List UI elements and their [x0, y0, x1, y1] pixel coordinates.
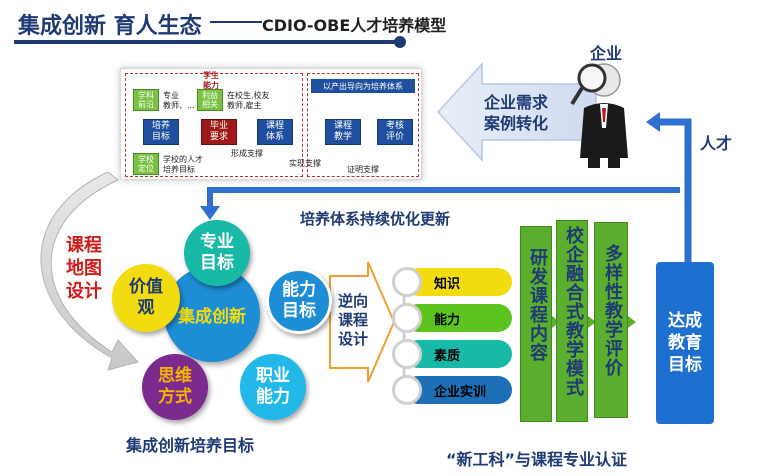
inset-flow-curriculum: 课程 体系	[257, 119, 293, 145]
inset-note-teachers: 专业 教师、...	[163, 91, 195, 110]
bar-knowledge-label: 知识	[434, 276, 461, 292]
inset-dashed-frame	[125, 73, 303, 177]
bar-quality-knob	[392, 339, 422, 369]
page-subtitle: CDIO-OBE人才培养模型	[262, 16, 447, 35]
reverse-design-label: 逆向 课程 设计	[338, 292, 369, 348]
column-course-content-label: 研发课程内容	[527, 248, 548, 362]
talent-label: 人才	[700, 134, 733, 153]
enterprise-label: 企业	[590, 44, 623, 63]
inset-flow-teaching: 课程 教学	[325, 119, 361, 145]
column-arrow-2	[588, 316, 596, 328]
column-teaching-mode-label: 校企融合式教学模式	[563, 226, 584, 397]
cluster-node-career-ability: 职业 能力	[240, 354, 306, 420]
title-connector-line	[210, 21, 262, 23]
inset-flow-goal: 培养 目标	[143, 119, 179, 145]
cluster-node-thinking: 思维 方式	[142, 354, 208, 420]
column-evaluation	[594, 222, 628, 418]
column-course-content	[520, 226, 552, 422]
cluster-caption: 集成创新培养目标	[126, 436, 255, 455]
bar-knowledge: 知识	[404, 268, 512, 296]
cluster-node-professional-goal: 专业 目标	[184, 220, 250, 286]
inset-dashed-frame-right	[307, 73, 419, 177]
cluster-node-ability-goal: 能力 目标	[266, 268, 332, 334]
inset-tag-positioning: 学校 定位	[133, 153, 159, 175]
bar-internship-label: 企业实训	[434, 384, 487, 400]
bar-internship: 企业实训	[404, 376, 512, 404]
inset-flow-requirement: 毕业 要求	[201, 119, 237, 145]
bar-ability: 能力	[404, 304, 512, 332]
inset-header-banner: 以产出导向为培养体系	[311, 79, 415, 93]
talent-arrow-head	[646, 112, 660, 132]
inset-tag-frontier: 学科 前沿	[133, 89, 159, 111]
talent-up-line	[660, 118, 692, 264]
column-teaching-mode	[556, 220, 588, 422]
cluster-node-values: 价值 观	[112, 264, 180, 332]
inset-student-ability: 学生 能力	[203, 71, 219, 90]
curriculum-map-curve	[40, 171, 139, 371]
column-arrow-3	[628, 316, 636, 328]
page-title: 集成创新 育人生态	[18, 14, 202, 39]
outcome-box: 达成 教育 目标	[656, 262, 714, 424]
curriculum-map-label: 课程 地图 设计	[66, 235, 102, 302]
enterprise-figure-icon	[570, 63, 628, 168]
footer-caption: “新工科”与课程专业认证	[446, 450, 628, 469]
bar-internship-knob	[392, 375, 422, 405]
title-underline-dot	[394, 36, 406, 48]
optimization-loop-line	[207, 187, 680, 206]
inset-support-prove: 证明支撑	[347, 165, 379, 174]
reverse-design-arrow	[329, 261, 396, 383]
inset-tag-stakeholder: 利益 相关	[197, 89, 223, 111]
inset-flow-assessment: 考核 评价	[377, 119, 413, 145]
cluster-center-label: 集成创新	[178, 307, 246, 327]
title-underline	[14, 40, 399, 44]
inset-note-school-goal: 学校的人才 培养目标	[163, 155, 203, 174]
enterprise-demand-text: 企业需求 案例转化	[484, 93, 549, 133]
inset-note-stakeholders: 在校生,校友 教师,雇主	[227, 91, 270, 110]
bar-ability-knob	[392, 303, 422, 333]
bar-quality: 素质	[404, 340, 512, 368]
bar-ability-label: 能力	[434, 312, 461, 328]
bar-quality-label: 素质	[434, 348, 461, 364]
inset-support-realize: 实现支撑	[289, 159, 321, 168]
inset-obe-diagram: 学生 能力 以产出导向为培养体系 学科 前沿 利益 相关 学校 定位 专业 教师…	[120, 68, 422, 180]
column-evaluation-label: 多样性教学评价	[602, 244, 623, 377]
loop-arrow-head	[200, 206, 220, 220]
bar-knowledge-knob	[392, 267, 422, 297]
loop-label: 培养体系持续优化更新	[300, 210, 451, 228]
inset-support-form: 形成支撑	[231, 149, 263, 158]
